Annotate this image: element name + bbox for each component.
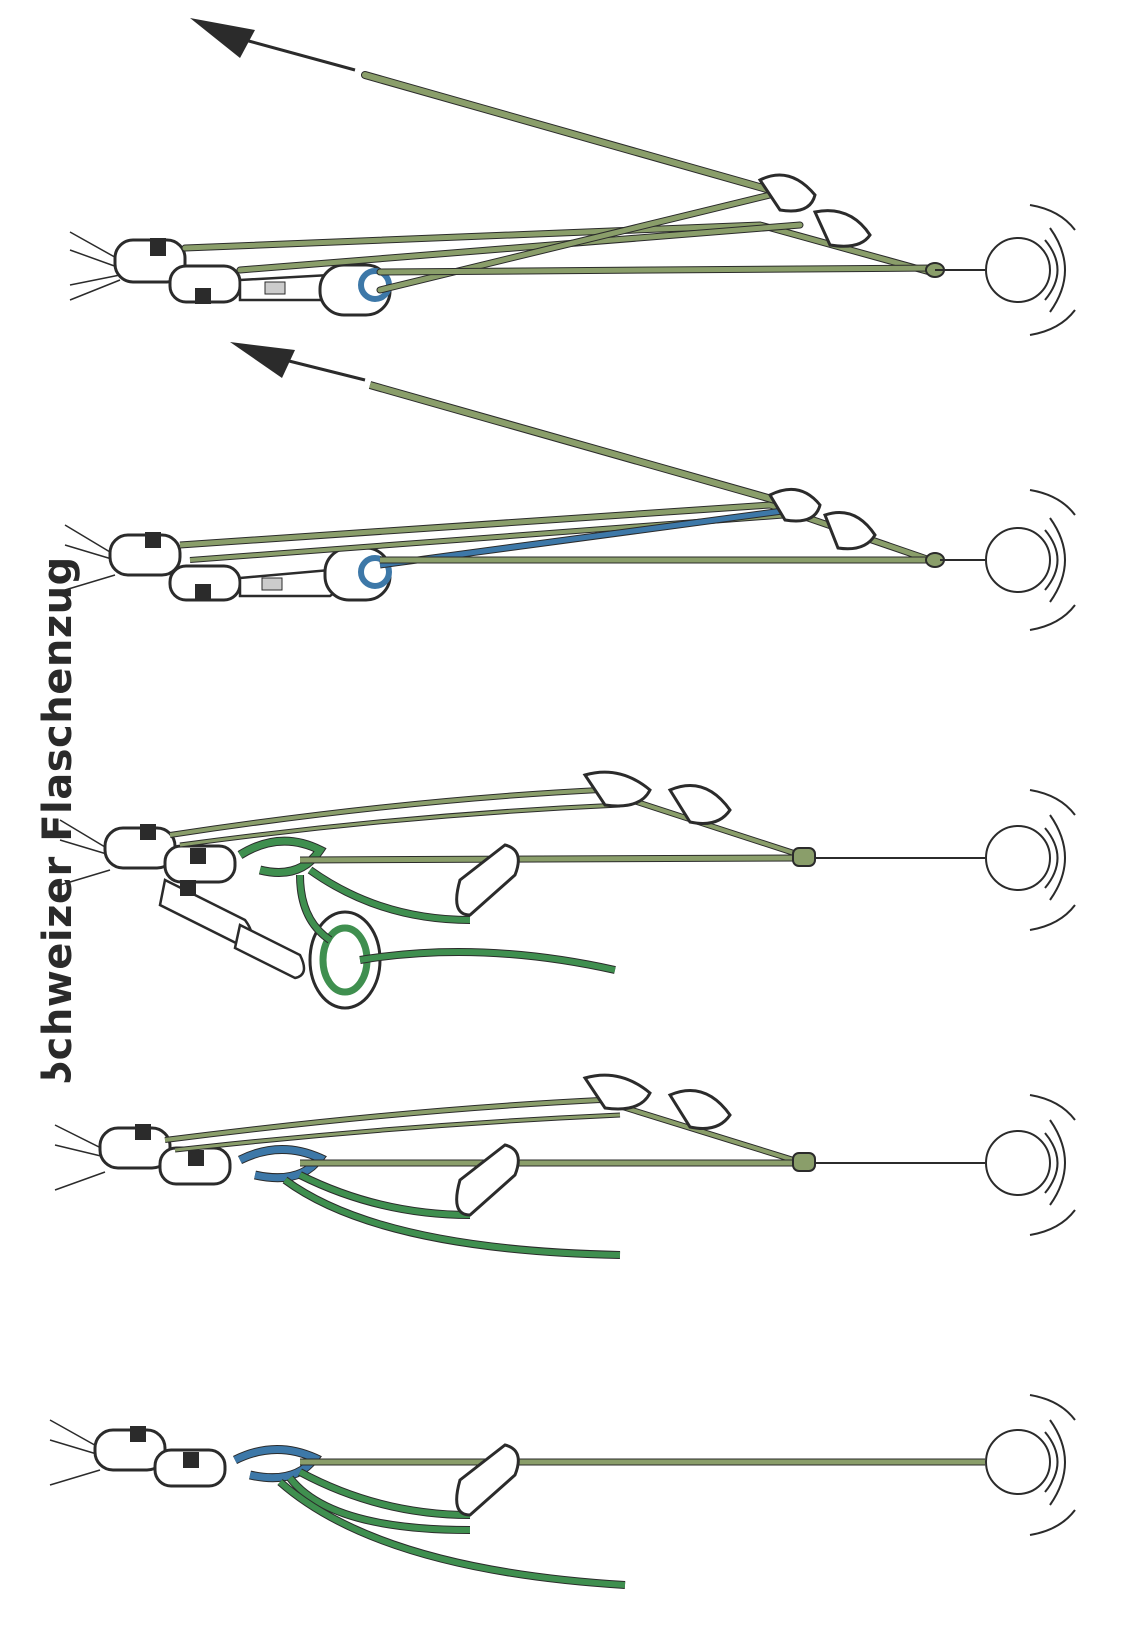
climber-head-icon xyxy=(986,205,1075,335)
carabiner-icon xyxy=(155,1450,225,1486)
carabiner-icon xyxy=(760,175,870,246)
step-panel-3 xyxy=(60,772,1075,1008)
step-panel-4 xyxy=(55,1075,1075,1255)
carabiner-icon xyxy=(457,1145,519,1215)
carabiner-icon xyxy=(165,846,235,882)
carabiner-icon xyxy=(110,532,180,575)
carabiner-icon xyxy=(170,266,240,304)
rope-strand xyxy=(180,385,935,565)
arrow-icon xyxy=(190,18,355,70)
climber-head-icon xyxy=(986,1095,1075,1235)
rope-strand xyxy=(235,1449,985,1585)
anchor-icon xyxy=(50,1420,100,1485)
anchor-icon xyxy=(60,820,110,885)
carabiner-icon xyxy=(235,925,304,978)
carabiner-icon xyxy=(457,845,519,915)
carabiner-icon xyxy=(160,1148,230,1184)
climber-head-icon xyxy=(986,790,1075,930)
carabiner-icon xyxy=(585,772,730,823)
carabiner-icon xyxy=(170,566,240,600)
anchor-icon xyxy=(70,232,120,300)
step-panel-5 xyxy=(50,1395,1075,1585)
anchor-icon xyxy=(55,1125,105,1190)
carabiner-icon xyxy=(770,489,875,548)
prusik-knot-icon xyxy=(793,848,815,866)
rope-strand xyxy=(185,75,935,290)
carabiner-icon xyxy=(457,1445,519,1515)
prusik-knot-icon xyxy=(793,1153,815,1171)
step-panel-1 xyxy=(70,18,1075,335)
climber-head-icon xyxy=(986,490,1075,630)
anchor-icon xyxy=(65,525,115,590)
pulley-carabiner-icon xyxy=(325,548,390,600)
arrow-icon xyxy=(230,342,365,380)
climber-head-icon xyxy=(986,1395,1075,1535)
step-panel-2 xyxy=(65,342,1075,630)
